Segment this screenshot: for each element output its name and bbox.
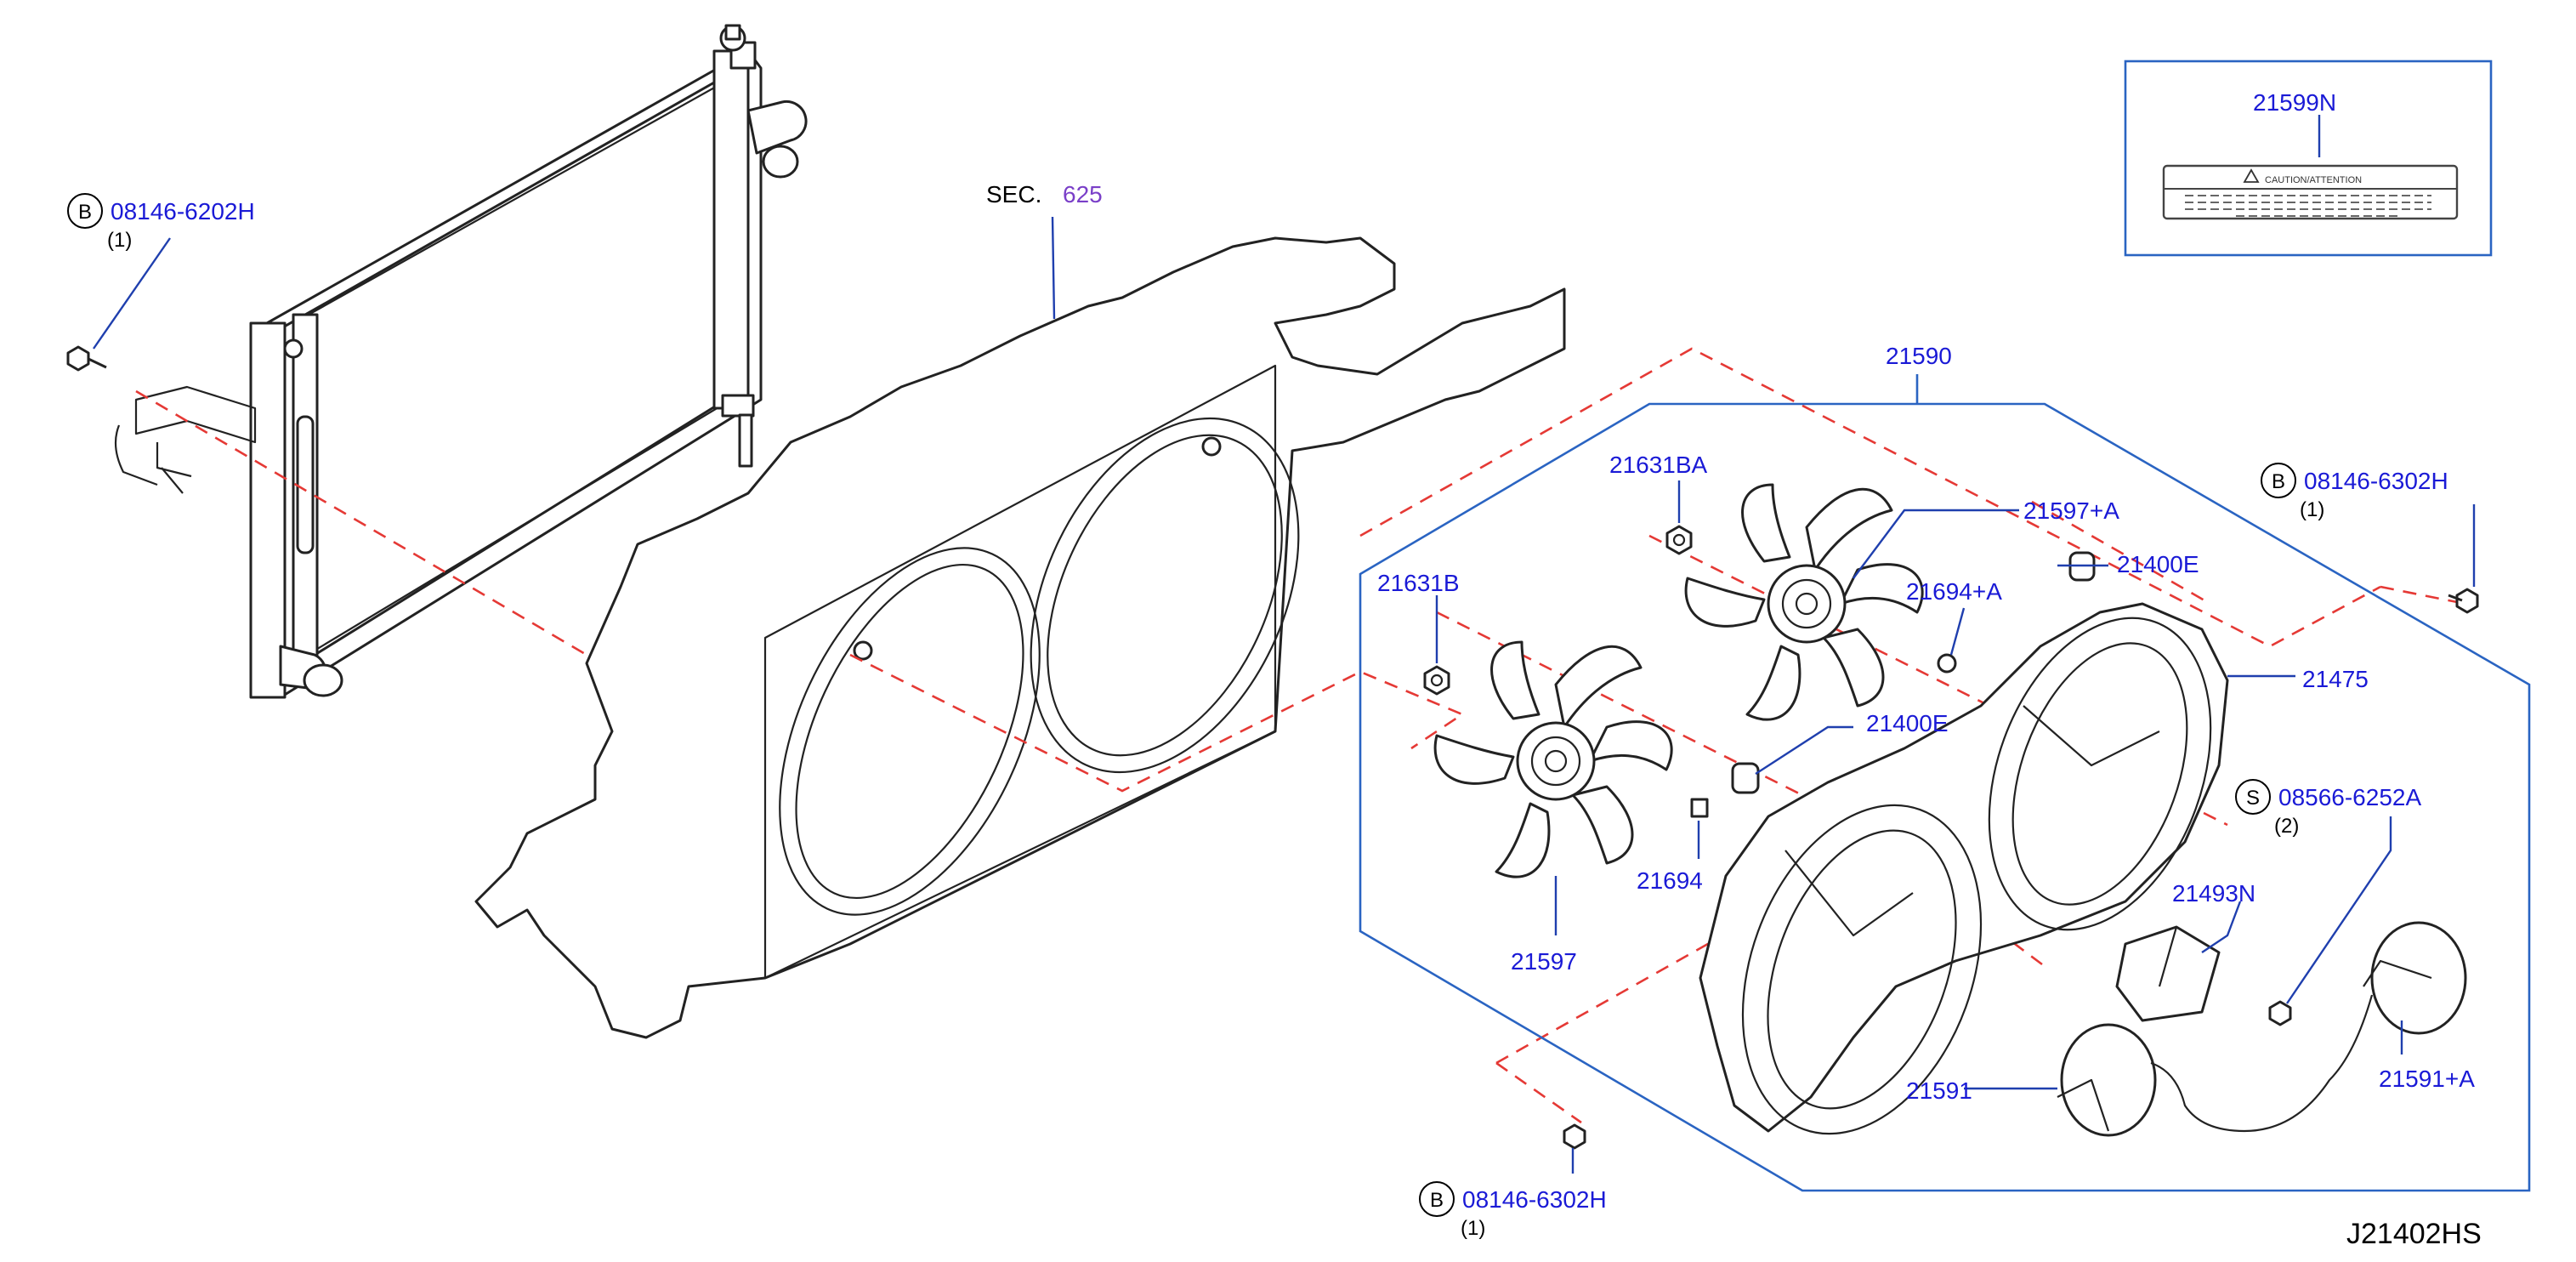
callout-21694-a[interactable]: 21694+A [1906,578,2002,605]
resistor-21493n [2115,925,2221,1022]
nut-21631b [1423,665,1450,696]
callout-21631b[interactable]: 21631B [1377,570,1460,596]
badge-b-08146-6302h-bottom: B [1419,1181,1455,1217]
motor-21591-a [2150,921,2467,1133]
svg-text:B: B [78,201,92,224]
callout-21631ba[interactable]: 21631BA [1609,452,1708,478]
kit-boundary [1359,402,2531,1192]
svg-text:B: B [1430,1189,1444,1212]
callout-21591[interactable]: 21591 [1906,1077,1972,1104]
screw-08566-6252a [2268,1000,2292,1026]
svg-text:B: B [2272,470,2285,493]
callout-21400e-mid[interactable]: 21400E [1866,710,1949,736]
bolt-08146-6202h [66,345,107,372]
callout-21591-a[interactable]: 21591+A [2379,1066,2475,1092]
badge-b-08146-6302h-right: B [2261,463,2296,498]
bolt-21694 [1690,798,1709,818]
bolt-08146-6302h-bottom [1563,1123,1586,1150]
qty-08146-6302h-bottom: (1) [1461,1217,1485,1240]
badge-b-08146-6202h: B [67,193,103,229]
grommet-21400e-mid [1731,762,1760,794]
bolt-21694a [1937,653,1957,674]
section-label: SEC. [986,181,1041,207]
callout-08146-6302h-bottom[interactable]: 08146-6302H [1462,1186,1607,1213]
callout-21400e-top[interactable]: 21400E [2117,551,2199,577]
callout-08146-6202h[interactable]: 08146-6202H [111,198,255,225]
radiator-core-support [474,236,1566,1039]
caution-text: CAUTION/ATTENTION [2265,175,2362,185]
qty-08146-6202h: (1) [107,229,132,252]
qty-08566-6252a: (2) [2274,815,2299,838]
leader-lines [93,115,2476,1174]
callout-21597[interactable]: 21597 [1511,948,1577,975]
nut-21631ba [1665,525,1693,555]
callout-08146-6302h-right[interactable]: 08146-6302H [2304,468,2448,494]
callout-21475[interactable]: 21475 [2302,666,2369,692]
bolt-08146-6302h-right [2448,588,2479,614]
motor-21591 [2057,1023,2157,1137]
callout-21493n[interactable]: 21493N [2172,880,2255,907]
callout-21590[interactable]: 21590 [1886,343,1952,369]
qty-08146-6302h-right: (1) [2300,498,2324,521]
warning-icon [2243,168,2260,183]
svg-text:S: S [2246,787,2260,810]
badge-s-08566-6252a: S [2235,779,2271,815]
callout-21599n[interactable]: 21599N [2253,89,2336,116]
fan-shroud-21475 [1699,602,2229,1135]
callout-21694[interactable]: 21694 [1637,867,1703,894]
diagram-code: J21402HS [2346,1218,2482,1250]
callout-08566-6252a[interactable]: 08566-6252A [2278,784,2421,810]
fan-21597-a [1684,483,1924,721]
callout-21597-a[interactable]: 21597+A [2023,497,2119,524]
section-number[interactable]: 625 [1063,181,1103,207]
fan-21597 [1433,640,1673,878]
label-card: CAUTION/ATTENTION [2124,60,2493,257]
